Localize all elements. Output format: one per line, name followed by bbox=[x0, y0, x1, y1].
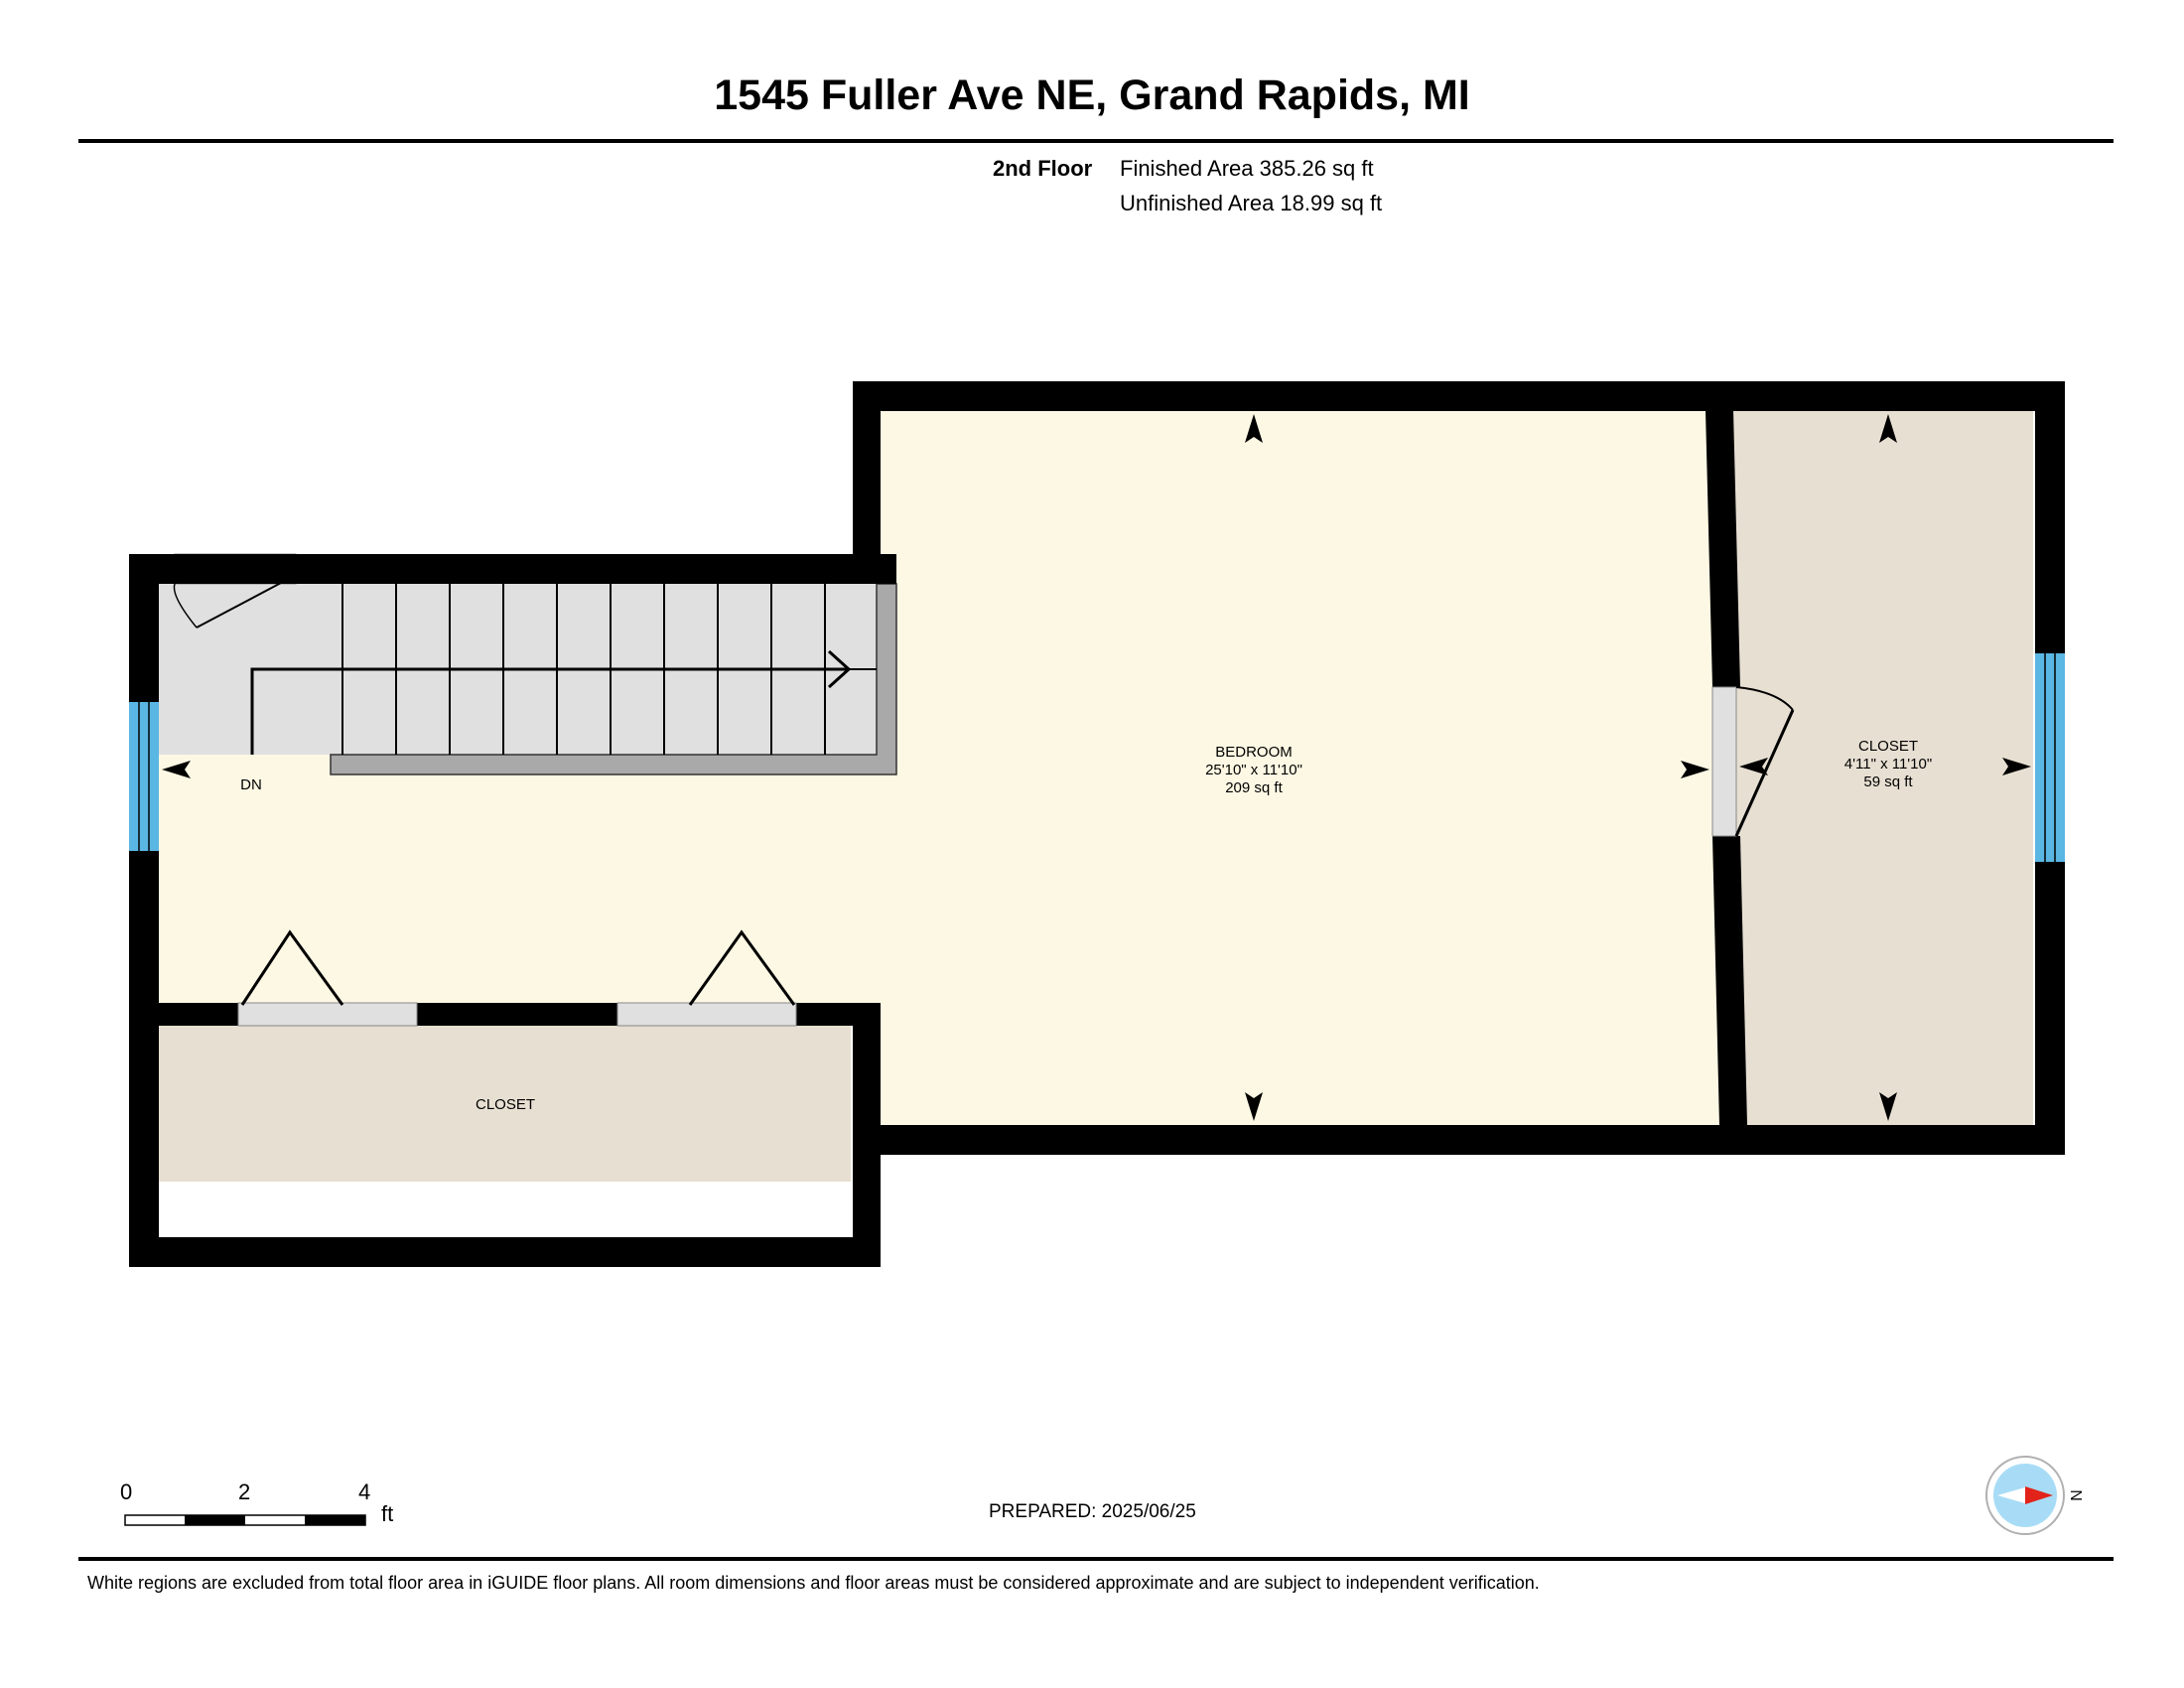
compass-north-label: N bbox=[2067, 1489, 2084, 1501]
bedroom-dimension-arrows bbox=[162, 414, 1709, 1121]
scale-unit: ft bbox=[381, 1501, 394, 1526]
finished-area: Finished Area 385.26 sq ft bbox=[1120, 156, 1374, 181]
closet-east-dimensions: 4'11" x 11'10" bbox=[1844, 756, 1932, 773]
scale-tick-2: 2 bbox=[238, 1479, 251, 1504]
unfinished-area: Unfinished Area 18.99 sq ft bbox=[1120, 191, 1383, 215]
bedroom-name: BEDROOM bbox=[1215, 744, 1293, 761]
closet-south-area bbox=[159, 1026, 851, 1182]
bedroom-area-label: 209 sq ft bbox=[1225, 779, 1283, 796]
closet-south-name: CLOSET bbox=[476, 1096, 535, 1113]
footer-divider bbox=[78, 1557, 2114, 1561]
walls bbox=[129, 381, 2065, 1267]
title-divider bbox=[78, 139, 2114, 143]
compass-icon: N bbox=[1985, 1456, 2084, 1535]
window-west bbox=[129, 702, 159, 851]
prepared-date: PREPARED: 2025/06/25 bbox=[989, 1501, 1196, 1522]
excluded-region bbox=[159, 1182, 851, 1237]
closet-east-dimension-arrows bbox=[1739, 414, 2031, 1121]
disclaimer-text: White regions are excluded from total fl… bbox=[87, 1573, 1540, 1593]
scale-bar bbox=[124, 1514, 366, 1526]
plan-title: 1545 Fuller Ave NE, Grand Rapids, MI bbox=[714, 71, 1470, 119]
staircase bbox=[159, 553, 897, 775]
window-east bbox=[2035, 653, 2065, 862]
closet-east-area bbox=[1720, 410, 2033, 1125]
scale-tick-4: 4 bbox=[358, 1479, 371, 1504]
closet-south-doors bbox=[237, 929, 797, 1027]
scale-tick-0: 0 bbox=[120, 1479, 133, 1504]
floor-name: 2nd Floor bbox=[993, 156, 1093, 181]
closet-east-name: CLOSET bbox=[1858, 738, 1918, 755]
bedroom-dimensions: 25'10" x 11'10" bbox=[1205, 762, 1302, 778]
bedroom-area bbox=[159, 410, 1720, 1125]
stairs-down-label: DN bbox=[240, 776, 262, 793]
closet-east-area-label: 59 sq ft bbox=[1863, 774, 1913, 790]
